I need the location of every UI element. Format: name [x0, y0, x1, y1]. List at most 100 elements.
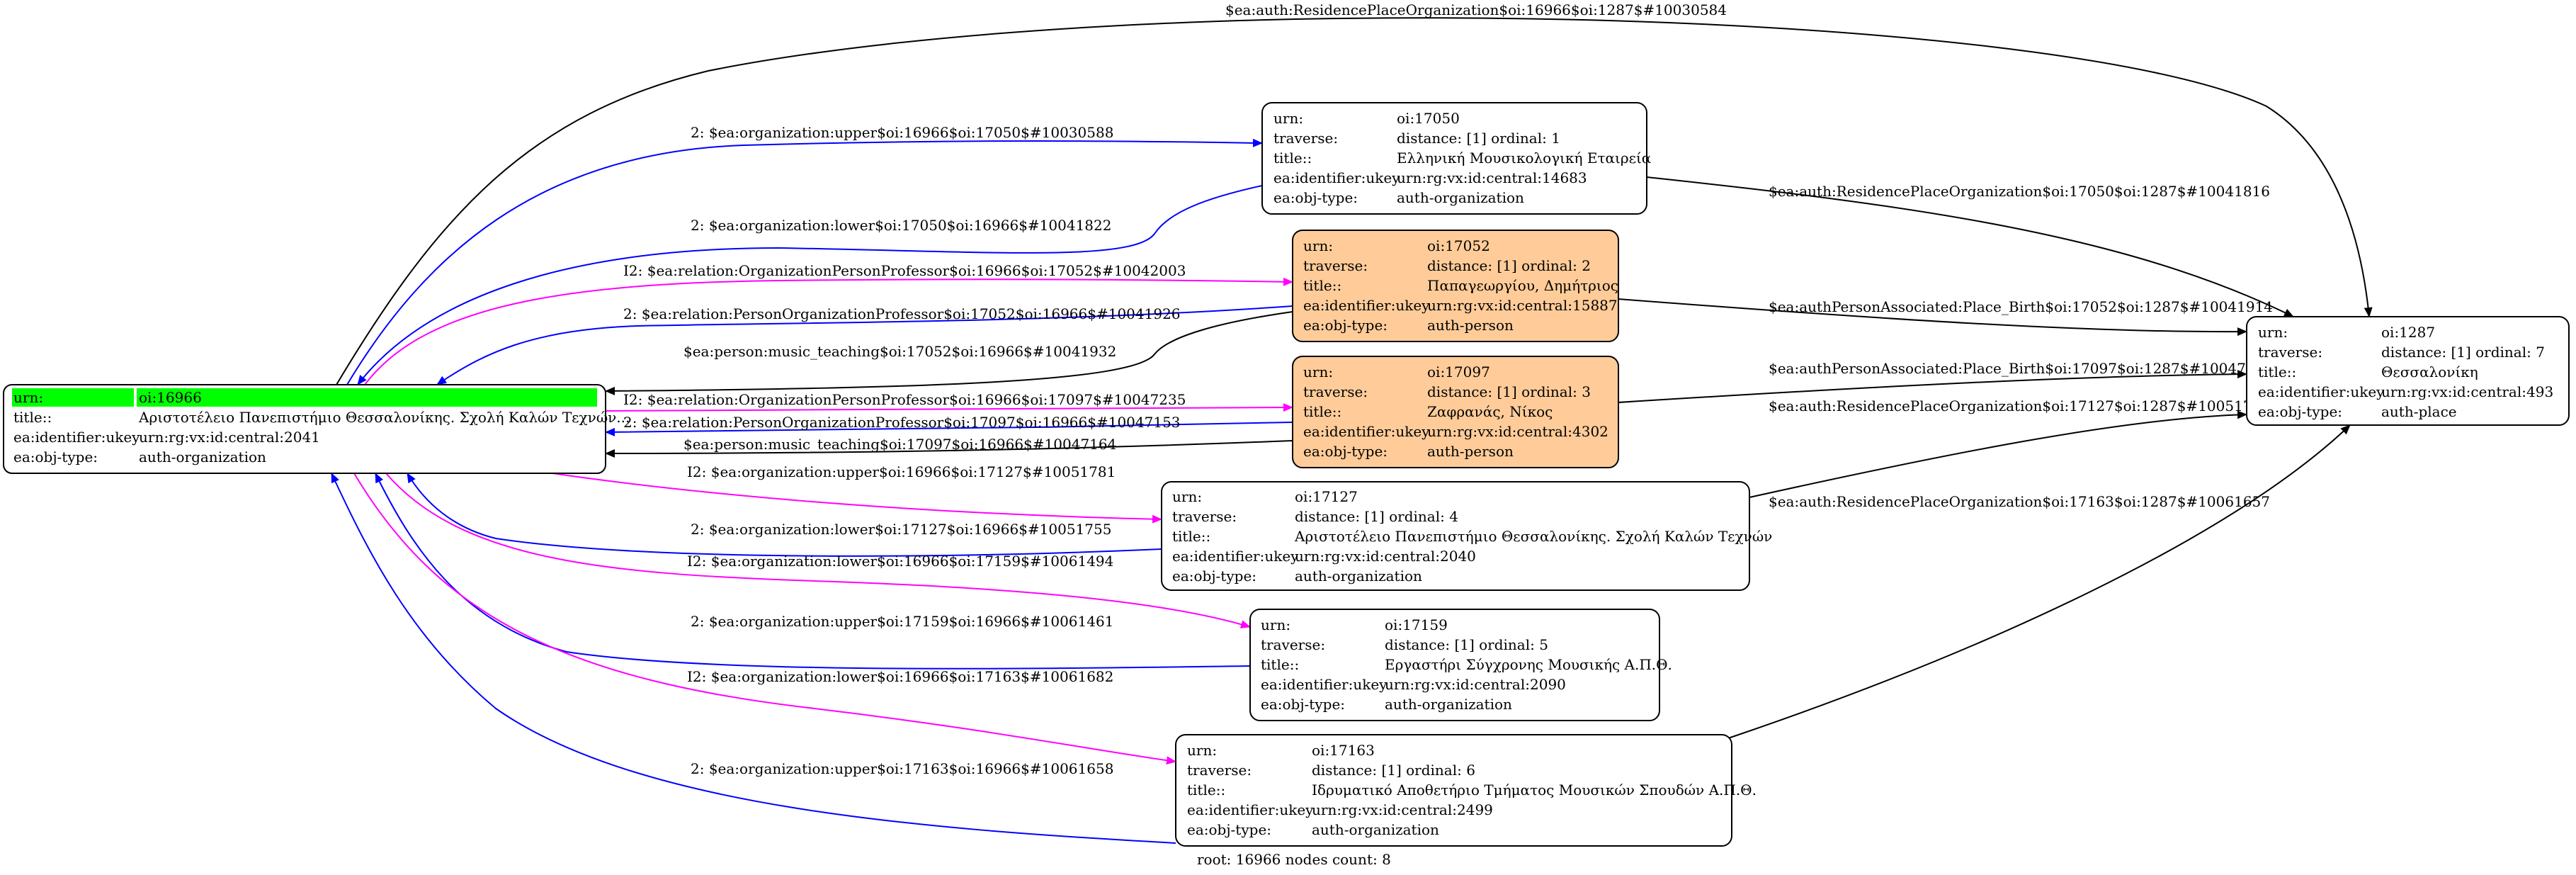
- node-identifier: urn:rg:vx:id:central:2040: [1295, 548, 1476, 565]
- field-key: title::: [13, 409, 52, 426]
- edge-label: I2: $ea:organization:lower$oi:16966$oi:1…: [687, 668, 1113, 685]
- field-key: ea:identifier:ukey: [2258, 383, 2385, 400]
- edge-upper-17159: [375, 473, 1251, 670]
- edge-label: $ea:person:music_teaching$oi:17097$oi:16…: [683, 436, 1116, 453]
- node-box: [1175, 734, 1732, 847]
- field-key: title::: [1303, 403, 1341, 420]
- node-highlight-key: [12, 388, 134, 407]
- field-key: ea:obj-type:: [2258, 403, 2342, 420]
- edge-lower-17159: [385, 473, 1251, 628]
- node-urn: oi:17159: [1385, 616, 1448, 633]
- field-key: urn:: [1187, 742, 1217, 759]
- edge-music-17097: [605, 440, 1293, 458]
- node-17097[interactable]: urn: oi:17097 traverse: distance: [1] or…: [1292, 356, 1619, 468]
- node-traverse: distance: [1] ordinal: 6: [1312, 762, 1475, 779]
- node-objtype: auth-organization: [1295, 568, 1422, 585]
- field-key: ea:obj-type:: [1273, 189, 1358, 206]
- node-box: [1292, 356, 1619, 468]
- node-box: [1261, 102, 1647, 215]
- node-objtype: auth-person: [1427, 443, 1514, 460]
- node-traverse: distance: [1] ordinal: 2: [1427, 257, 1591, 274]
- node-objtype: auth-organization: [1385, 696, 1512, 713]
- node-objtype: auth-place: [2381, 403, 2457, 420]
- node-objtype: auth-organization: [1397, 189, 1524, 206]
- node-urn: oi:17050: [1397, 110, 1460, 127]
- node-identifier: urn:rg:vx:id:central:2090: [1385, 676, 1566, 693]
- edge-residence-17163: [1727, 424, 2351, 739]
- field-key: ea:identifier:ukey: [13, 429, 140, 446]
- edge-label: I2: $ea:organization:upper$oi:16966$oi:1…: [687, 463, 1116, 480]
- node-16966[interactable]: urn: oi:16966 title:: Αριστοτέλειο Πανεπ…: [3, 384, 630, 474]
- edge-org-person-17052: [364, 277, 1293, 385]
- edge-lower-17050: [357, 185, 1263, 385]
- node-17163[interactable]: urn: oi:17163 traverse: distance: [1] or…: [1175, 734, 1757, 847]
- field-key: ea:identifier:ukey: [1303, 297, 1430, 314]
- field-key: traverse:: [1303, 383, 1368, 400]
- field-key: ea:identifier:ukey: [1303, 423, 1430, 440]
- edge-label: $ea:auth:ResidencePlaceOrganization$oi:1…: [1769, 397, 2270, 414]
- edge-residence-17050: [1646, 176, 2294, 317]
- node-1287[interactable]: urn: oi:1287 traverse: distance: [1] ord…: [2246, 316, 2570, 426]
- node-urn: oi:17127: [1295, 488, 1358, 505]
- edge-label: $ea:auth:ResidencePlaceOrganization$oi:1…: [1769, 183, 2270, 200]
- edge-label: 2: $ea:organization:upper$oi:17159$oi:16…: [691, 613, 1113, 630]
- edge-label: 2: $ea:organization:lower$oi:17127$oi:16…: [691, 521, 1111, 538]
- field-key: title::: [1187, 781, 1225, 798]
- field-key: urn:: [1303, 363, 1333, 380]
- node-objtype: auth-organization: [1312, 821, 1439, 838]
- field-key: title::: [1273, 149, 1312, 166]
- field-key: urn:: [1303, 237, 1333, 254]
- node-traverse: distance: [1] ordinal: 7: [2381, 344, 2545, 361]
- edge-person-org-17097: [605, 422, 1293, 436]
- field-key: title::: [1303, 277, 1341, 294]
- node-box: [2246, 316, 2570, 426]
- edge-label: $ea:auth:ResidencePlaceOrganization$oi:1…: [1225, 1, 1727, 18]
- node-traverse: distance: [1] ordinal: 3: [1427, 383, 1591, 400]
- node-17050[interactable]: urn: oi:17050 traverse: distance: [1] or…: [1261, 102, 1651, 215]
- edge-label: 2: $ea:organization:upper$oi:16966$oi:17…: [691, 124, 1113, 141]
- node-17159[interactable]: urn: oi:17159 traverse: distance: [1] or…: [1249, 609, 1672, 721]
- edge-label: I2: $ea:relation:OrganizationPersonProfe…: [623, 391, 1186, 408]
- edge-label: 2: $ea:relation:PersonOrganizationProfes…: [623, 305, 1181, 322]
- field-key: traverse:: [2258, 344, 2322, 361]
- node-title: Αριστοτέλειο Πανεπιστήμιο Θεσσαλονίκης. …: [1294, 528, 1772, 545]
- field-key: traverse:: [1303, 257, 1368, 274]
- field-key: urn:: [13, 389, 43, 406]
- node-box: [1249, 609, 1660, 721]
- edge-label: $ea:authPersonAssociated:Place_Birth$oi:…: [1769, 298, 2273, 315]
- field-key: title::: [1172, 528, 1210, 545]
- field-key: ea:identifier:ukey: [1273, 169, 1400, 186]
- edge-music-17052: [605, 311, 1293, 395]
- field-key: ea:obj-type:: [1172, 568, 1256, 585]
- field-key: traverse:: [1187, 762, 1252, 779]
- field-key: ea:obj-type:: [1261, 696, 1345, 713]
- node-box: [3, 384, 606, 474]
- node-title: Ελληνική Μουσικολογική Εταιρεία: [1397, 149, 1651, 166]
- edge-label: $ea:authPersonAssociated:Place_Birth$oi:…: [1769, 360, 2273, 377]
- field-key: ea:identifier:ukey: [1172, 548, 1299, 565]
- field-key: ea:identifier:ukey: [1187, 801, 1314, 818]
- graph-caption: root: 16966 nodes count: 8: [1197, 851, 1391, 868]
- node-objtype: auth-organization: [139, 448, 266, 465]
- edge-person-org-17052: [436, 305, 1293, 385]
- field-key: traverse:: [1273, 130, 1338, 147]
- node-objtype: auth-person: [1427, 317, 1514, 334]
- edge-label: I2: $ea:relation:OrganizationPersonProfe…: [623, 262, 1186, 279]
- node-identifier: urn:rg:vx:id:central:14683: [1397, 169, 1587, 186]
- edge-org-person-17097: [605, 403, 1293, 412]
- node-traverse: distance: [1] ordinal: 4: [1295, 508, 1458, 525]
- field-key: ea:obj-type:: [1303, 443, 1388, 460]
- node-traverse: distance: [1] ordinal: 1: [1397, 130, 1560, 147]
- field-key: ea:obj-type:: [1187, 821, 1271, 838]
- field-key: ea:obj-type:: [13, 448, 98, 465]
- node-title: Εργαστήρι Σύγχρονης Μουσικής Α.Π.Θ.: [1385, 656, 1672, 673]
- node-traverse: distance: [1] ordinal: 5: [1385, 636, 1548, 653]
- edge-lower-17163: [353, 473, 1176, 765]
- node-17052[interactable]: urn: oi:17052 traverse: distance: [1] or…: [1292, 230, 1619, 342]
- node-title: Παπαγεωργίου, Δημήτριος: [1427, 277, 1618, 294]
- node-title: Θεσσαλονίκη: [2381, 363, 2478, 380]
- edge-label: 2: $ea:organization:lower$oi:17050$oi:16…: [691, 217, 1111, 234]
- edge-upper-17163: [331, 473, 1176, 844]
- node-17127[interactable]: urn: oi:17127 traverse: distance: [1] or…: [1161, 481, 1772, 591]
